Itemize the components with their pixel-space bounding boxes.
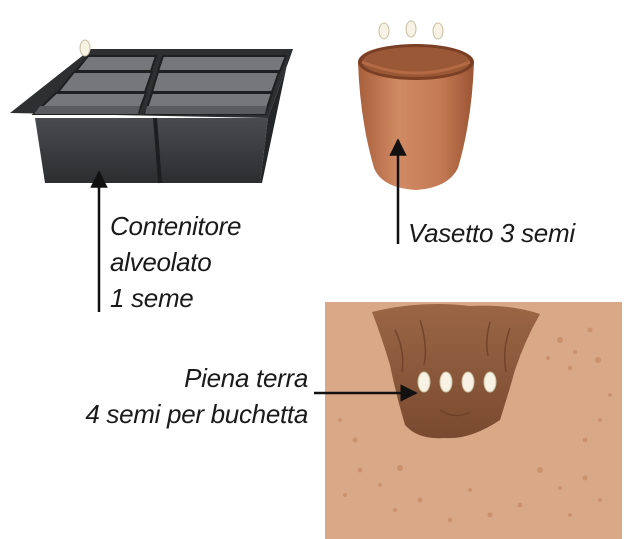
pot-caption-text: Vasetto 3 semi	[408, 218, 575, 248]
planting-hole	[372, 304, 540, 439]
seed-icon	[432, 22, 444, 40]
pot	[358, 20, 474, 190]
tray-caption-line-2: alveolato	[110, 247, 212, 277]
seed-icon	[439, 371, 453, 393]
leader-arrows	[90, 138, 418, 402]
seed-icon	[79, 39, 91, 57]
seed-icon	[405, 20, 417, 38]
tray-caption-line-1: Contenitore	[110, 211, 242, 241]
pot-seeds	[378, 20, 444, 40]
seed-icon	[417, 371, 431, 393]
ground-caption: Piena terra 4 semi per buchetta	[85, 360, 308, 432]
pot-caption: Vasetto 3 semi	[408, 215, 575, 251]
soil-section	[325, 302, 622, 539]
tray-caption-line-3: 1 seme	[110, 283, 194, 313]
ground-caption-line-2: 4 semi per buchetta	[85, 399, 308, 429]
ground-caption-line-1: Piena terra	[184, 363, 308, 393]
seed-icon	[483, 371, 497, 393]
seed-tray	[10, 39, 293, 184]
seed-icon	[461, 371, 475, 393]
hole-seeds	[417, 371, 497, 393]
seed-icon	[378, 22, 390, 40]
tray-caption: Contenitore alveolato 1 seme	[110, 208, 241, 316]
